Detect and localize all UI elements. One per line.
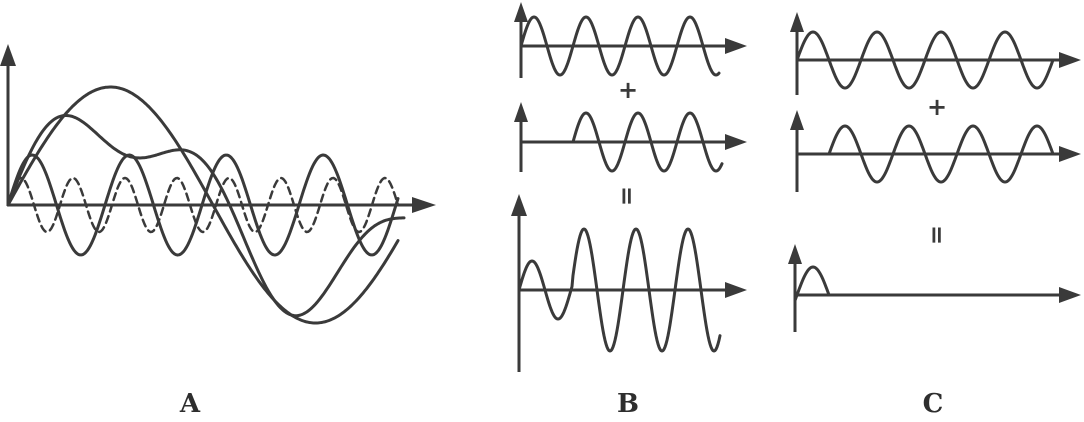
panel-c-equals: = [923,225,951,245]
panel-b1-wave [519,15,721,77]
panel-c2-wave [795,124,1055,184]
panel-b2-x-arrow [725,134,747,150]
panel-a-dashed-wave [6,176,400,234]
panel-b2-wave [519,111,724,173]
panel-c3-y-arrow [788,244,802,264]
panel-c3-x-arrow [1059,287,1081,303]
panel-b3-y-arrow [511,194,527,216]
panel-a-low-wave [6,85,400,325]
panel-b3-sum-wave [517,227,722,353]
panel-b: + = B [511,2,747,419]
panel-c1-x-arrow [1059,52,1081,68]
panel-c-plus: + [927,93,947,121]
panel-b1-y-arrow [514,2,528,22]
panel-c3-sum-wave [793,265,831,302]
panel-c1-y-arrow [790,12,804,32]
panel-a-y-arrow [0,44,16,66]
panel-a-sum-wave [6,114,406,318]
panel-c1-wave [795,30,1055,90]
panel-b-plus: + [618,76,638,104]
panel-c: + = C [788,12,1081,419]
panel-b2-y-arrow [514,102,528,122]
panel-b-equals: = [613,186,641,206]
panel-c-label: C [923,389,944,419]
panel-b1-x-arrow [725,38,747,54]
panel-c2-y-arrow [790,110,804,130]
panel-a-medium-wave [6,153,400,257]
panel-c2-x-arrow [1059,146,1081,162]
panel-a-label: A [179,389,201,419]
panel-a: A [0,44,436,419]
panel-b-label: B [617,389,639,419]
panel-b3-x-arrow [725,282,747,298]
panel-a-x-arrow [412,197,436,213]
